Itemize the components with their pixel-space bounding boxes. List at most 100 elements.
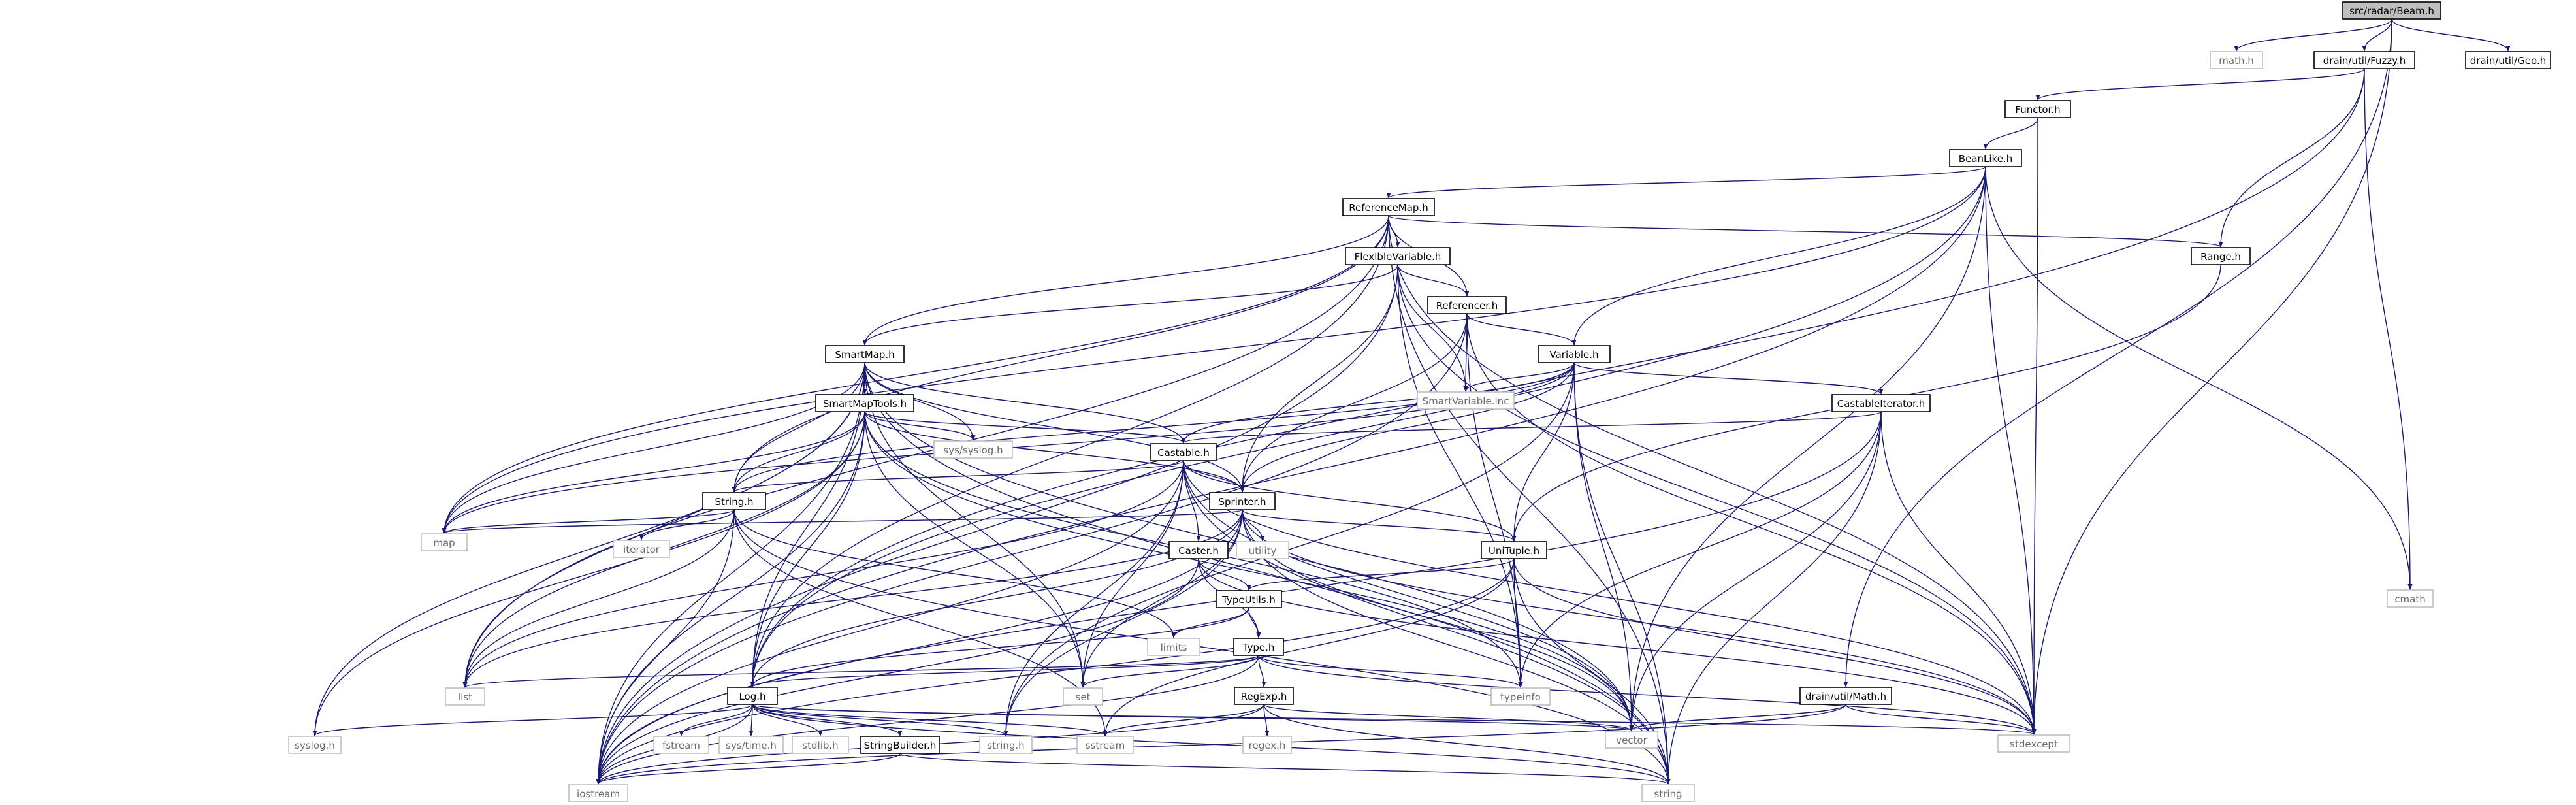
node-referencer[interactable]: Referencer.h — [1427, 296, 1507, 314]
node-box — [1345, 247, 1451, 265]
node-label: TypeUtils.h — [1221, 594, 1276, 606]
edge-castiter-to-stdexcept — [1880, 411, 2037, 735]
edge-refmap-to-map — [442, 215, 1389, 534]
edge-drainmath-to-vector — [1629, 704, 1846, 731]
node-smartmaptools[interactable]: SmartMapTools.h — [815, 394, 914, 412]
node-functor[interactable]: Functor.h — [2004, 100, 2071, 118]
node-label: SmartVariable.inc — [1423, 395, 1509, 407]
node-set: set — [1063, 687, 1103, 706]
node-label: limits — [1161, 642, 1187, 653]
node-box — [1538, 345, 1611, 363]
node-unituple[interactable]: UniTuple.h — [1481, 541, 1547, 559]
edge-fuzzy-to-functor — [2035, 68, 2365, 101]
node-box — [1216, 590, 1282, 608]
edge-type-to-stdexcept — [1258, 655, 2037, 735]
node-refmap[interactable]: ReferenceMap.h — [1342, 198, 1435, 216]
edge-sprinter-to-iostream — [596, 509, 1243, 785]
edge-refmap-to-stringh — [732, 215, 1389, 493]
node-log[interactable]: Log.h — [727, 687, 778, 705]
edge-regexp-to-sstream — [1103, 704, 1264, 736]
node-regexp[interactable]: RegExp.h — [1234, 687, 1294, 705]
node-box — [727, 687, 778, 705]
node-caster[interactable]: Caster.h — [1168, 541, 1229, 559]
node-box — [1799, 687, 1892, 705]
node-box — [1076, 736, 1134, 754]
node-strbuilder[interactable]: StringBuilder.h — [860, 736, 940, 754]
edge-log-to-strbuilder — [752, 704, 903, 736]
node-label: vector — [1616, 734, 1647, 746]
edge-castable-to-stringh — [732, 460, 1184, 493]
node-geo[interactable]: drain/util/Geo.h — [2465, 51, 2551, 69]
node-label: src/radar/Beam.h — [2349, 5, 2434, 17]
node-variable[interactable]: Variable.h — [1538, 345, 1611, 363]
edge-unituple-to-stdexcept — [1513, 558, 2037, 735]
edge-variable-to-stringh — [732, 362, 1575, 493]
edge-variable-to-castiter — [1573, 362, 1884, 395]
edge-castable-to-stdexcept — [1183, 460, 2037, 735]
edge-variable-to-castable — [1181, 362, 1575, 444]
edge-castable-to-string — [1183, 460, 1671, 785]
edge-refmap-to-log — [750, 215, 1389, 687]
edge-unituple-to-typeinfo — [1513, 558, 1523, 688]
edge-log-to-syslog — [312, 704, 753, 736]
node-label: fstream — [662, 740, 700, 751]
edge-sprinter-to-stringdoth — [1003, 509, 1243, 736]
node-box — [1236, 541, 1289, 559]
node-castable[interactable]: Castable.h — [1150, 443, 1217, 461]
edge-fuzzy-to-log — [750, 68, 2365, 687]
edge-flexvar-to-iostream — [596, 264, 1398, 785]
edge-unituple-to-sstream — [1103, 558, 1515, 736]
node-sprinter[interactable]: Sprinter.h — [1209, 492, 1276, 510]
node-smartmap[interactable]: SmartMap.h — [825, 345, 905, 363]
edge-stringh-to-iterator — [639, 509, 735, 540]
node-limits: limits — [1147, 638, 1200, 656]
node-box — [1234, 687, 1294, 705]
node-label: iostream — [577, 788, 620, 800]
node-range[interactable]: Range.h — [2191, 247, 2251, 265]
edge-regexp-to-vector — [1263, 704, 1634, 731]
node-label: map — [433, 537, 455, 549]
edge-smartmap-to-syssyslog — [864, 362, 976, 441]
node-label: UniTuple.h — [1489, 545, 1539, 557]
node-box — [825, 345, 905, 363]
edge-castiter-to-castable — [1181, 411, 1882, 444]
edge-root-to-math — [2234, 18, 2392, 52]
edge-unituple-to-string — [1513, 558, 1671, 785]
node-type[interactable]: Type.h — [1233, 638, 1284, 656]
edge-beanlike-to-cmath — [1985, 166, 2413, 590]
edge-caster-to-iostream — [596, 558, 1199, 785]
node-box — [1490, 687, 1551, 706]
node-label: sstream — [1086, 740, 1125, 751]
edge-unituple-to-typeutils — [1246, 558, 1515, 591]
node-root[interactable]: src/radar/Beam.h — [2342, 1, 2441, 20]
edge-stringh-to-iostream — [596, 509, 735, 785]
edge-fuzzy-to-range — [2218, 68, 2365, 248]
node-fuzzy[interactable]: drain/util/Fuzzy.h — [2313, 51, 2415, 69]
edge-smartmaptools-to-castable — [864, 411, 1186, 444]
edge-variable-to-smartvarinc — [1463, 362, 1575, 392]
edge-smartmap-to-castable — [864, 362, 1186, 444]
edge-type-to-typeinfo — [1258, 655, 1523, 688]
node-castiter[interactable]: CastableIterator.h — [1831, 394, 1931, 412]
node-typeutils[interactable]: TypeUtils.h — [1216, 590, 1282, 608]
node-stdexcept: stdexcept — [1997, 734, 2070, 753]
node-drainmath[interactable]: drain/util/Math.h — [1799, 687, 1892, 705]
node-box — [1209, 492, 1276, 510]
edge-castable-to-stringdoth — [1003, 460, 1184, 736]
node-beanlike[interactable]: BeanLike.h — [1949, 149, 2022, 167]
node-label: Functor.h — [2015, 104, 2060, 116]
node-stringh[interactable]: String.h — [702, 492, 766, 510]
edge-refmap-to-stdexcept — [1388, 215, 2037, 735]
node-box — [1417, 391, 1515, 410]
edge-referencer-to-variable — [1466, 313, 1577, 346]
node-flexvar[interactable]: FlexibleVariable.h — [1345, 247, 1451, 265]
node-label: Referencer.h — [1436, 300, 1498, 312]
edge-type-to-set — [1080, 655, 1259, 688]
node-box — [2004, 100, 2071, 118]
edge-castiter-to-typeinfo — [1518, 411, 1882, 688]
edge-strbuilder-to-string — [899, 753, 1671, 785]
edge-referencer-to-sprinter — [1240, 313, 1468, 493]
edge-castable-to-sprinter — [1183, 460, 1245, 493]
